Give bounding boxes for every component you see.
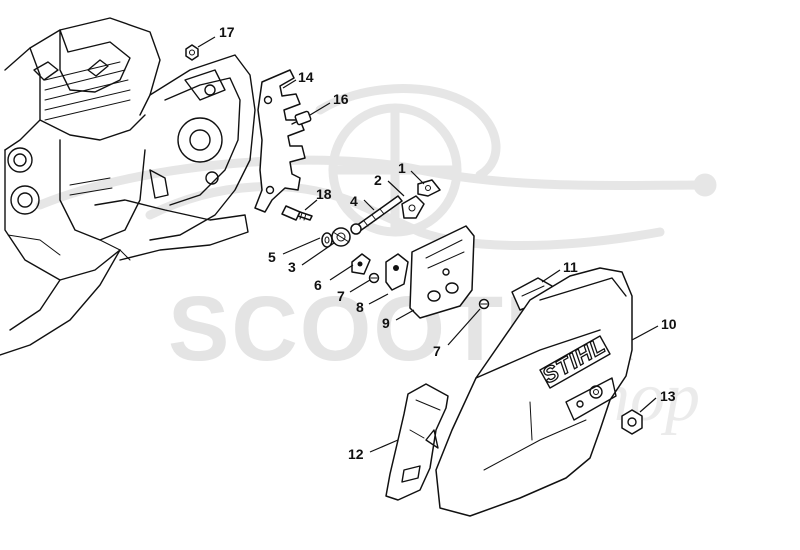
callout-12: 12 (348, 446, 364, 462)
callout-11: 11 (563, 259, 578, 275)
callout-13: 13 (660, 388, 676, 404)
part-10-sprocket-cover: STIHL (435, 267, 633, 517)
callout-5: 5 (268, 249, 276, 265)
part-9-guide-plate (409, 225, 475, 319)
part-6-tensioner-block (351, 253, 371, 275)
callout-6: 6 (314, 277, 322, 293)
callout-3: 3 (288, 259, 296, 275)
part-7-screw-upper (368, 272, 380, 284)
callout-14: 14 (298, 69, 314, 85)
part-8-chain-catcher (385, 253, 409, 291)
part-1-tensioner-nut (417, 179, 441, 197)
callout-numbers: 17 14 16 18 5 3 6 7 4 2 1 8 9 7 11 10 13… (219, 24, 677, 462)
part-18-bolt (281, 205, 313, 221)
engine-housing-assembly (0, 17, 256, 356)
callout-1: 1 (398, 160, 406, 176)
part-17-nut (185, 44, 199, 61)
callout-9: 9 (382, 315, 390, 331)
part-16-screw (291, 110, 312, 126)
part-13-nut (621, 409, 643, 435)
callout-7-lower: 7 (433, 343, 441, 359)
part-14-spiked-bumper (254, 69, 306, 213)
callout-2: 2 (374, 172, 382, 188)
callout-7-upper: 7 (337, 288, 345, 304)
leader-lines (197, 36, 659, 453)
callout-10: 10 (661, 316, 677, 332)
callout-8: 8 (356, 299, 364, 315)
callout-17: 17 (219, 24, 235, 40)
callout-4: 4 (350, 193, 358, 209)
part-7-screw-lower (478, 298, 490, 310)
callout-18: 18 (316, 186, 332, 202)
callout-16: 16 (333, 91, 349, 107)
part-2-tensioner-slide (401, 195, 425, 219)
part-4-adjusting-screw (350, 195, 403, 235)
part-3-adjuster-gear (331, 227, 351, 247)
